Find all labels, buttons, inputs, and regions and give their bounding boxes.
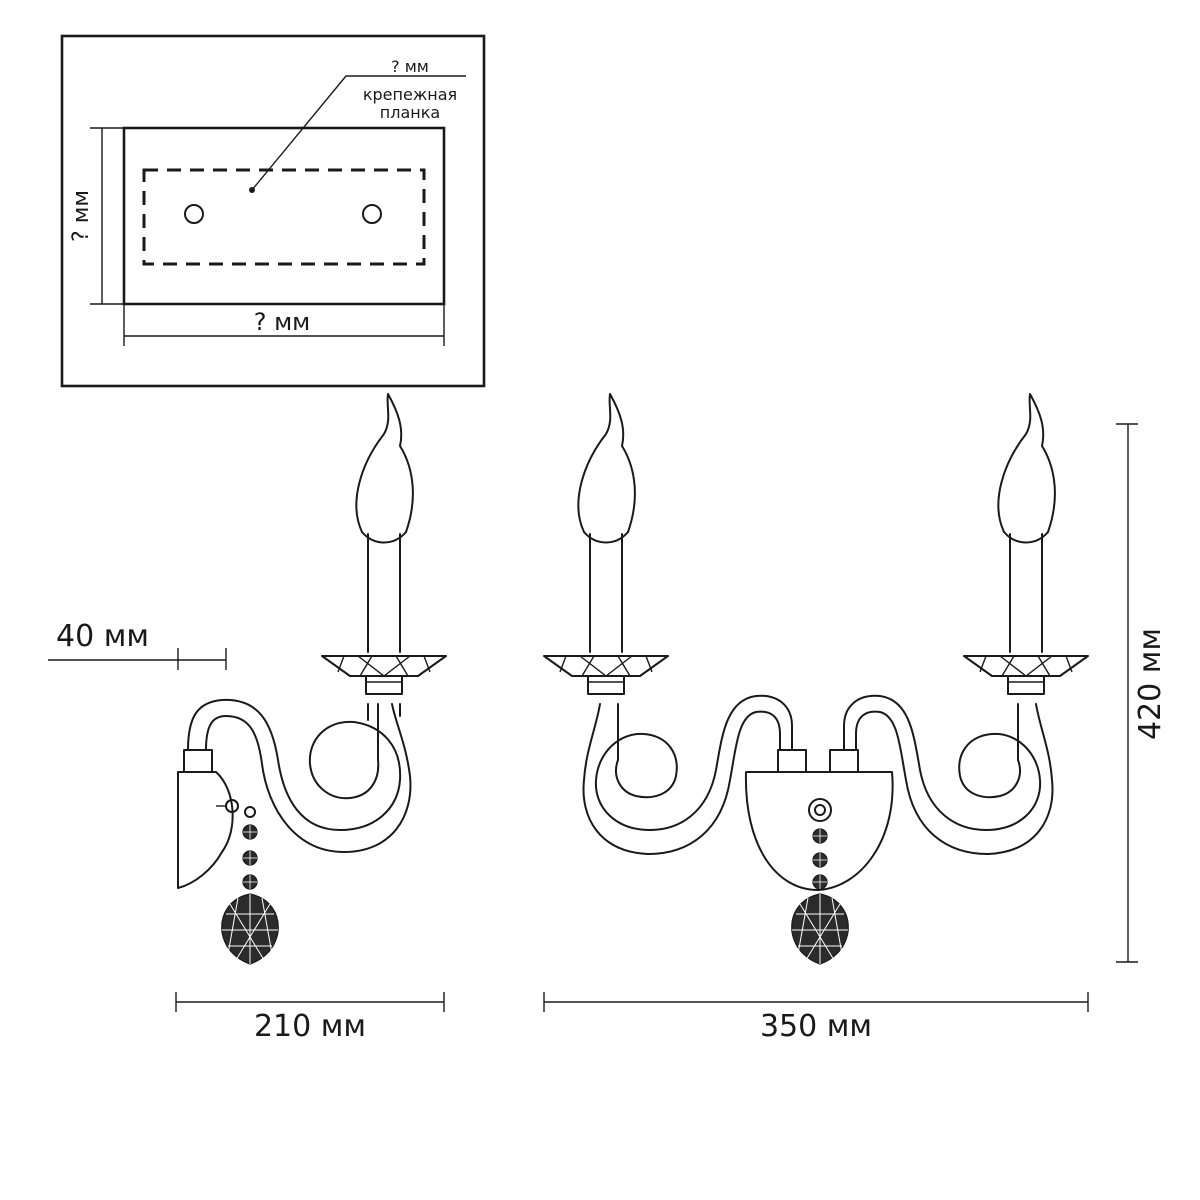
plate-width-label: ? мм: [254, 308, 311, 336]
front-arm-left-inner: [582, 703, 781, 855]
wall-canopy: [177, 771, 234, 889]
front-backplate: [744, 771, 894, 891]
callout-label-line2: планка: [380, 103, 440, 122]
front-bobeche-left: [543, 655, 669, 695]
mounting-bracket-dashed: [142, 168, 426, 266]
canopy-collar: [183, 749, 213, 773]
width-dimension-line: [543, 992, 1089, 1012]
side-arm-outer: [187, 698, 402, 831]
front-candle-right: [997, 393, 1056, 653]
side-candle: [355, 393, 414, 653]
offset-label: 40 мм: [56, 619, 149, 654]
side-view: 40 мм 210 мм: [48, 393, 447, 1044]
plate-width-dimension-line: [123, 304, 445, 346]
front-arm-left-outer: [594, 694, 793, 831]
mounting-plate: [122, 126, 446, 306]
depth-dimension-line: [175, 992, 445, 1012]
width-label: 350 мм: [760, 1009, 872, 1044]
front-arm-right-outer: [843, 694, 1042, 831]
mounting-hole-right: [362, 204, 382, 224]
side-pendant: [216, 799, 279, 965]
callout-label-line1: крепежная: [363, 85, 457, 104]
callout-dimension: ? мм: [391, 57, 429, 76]
side-arm-inner: [205, 703, 412, 853]
height-dimension-line: [1116, 423, 1138, 963]
front-view: 350 мм 420 мм: [543, 393, 1168, 1044]
plate-height-dimension-line: [90, 127, 124, 305]
height-label: 420 мм: [1133, 628, 1168, 740]
front-pendant: [791, 798, 849, 965]
side-bobeche: [321, 655, 447, 695]
front-bobeche-right: [963, 655, 1089, 695]
mounting-hole-left: [184, 204, 204, 224]
callout-leader: [251, 75, 466, 191]
front-arm-right-inner: [855, 703, 1054, 855]
offset-dimension-line: [48, 648, 227, 670]
plate-height-label: ? мм: [69, 190, 94, 242]
front-candle-left: [577, 393, 636, 653]
mounting-plate-inset: ? мм крепежная планка ? мм ? мм: [60, 34, 486, 388]
inset-frame: [60, 34, 486, 388]
depth-label: 210 мм: [254, 1009, 366, 1044]
